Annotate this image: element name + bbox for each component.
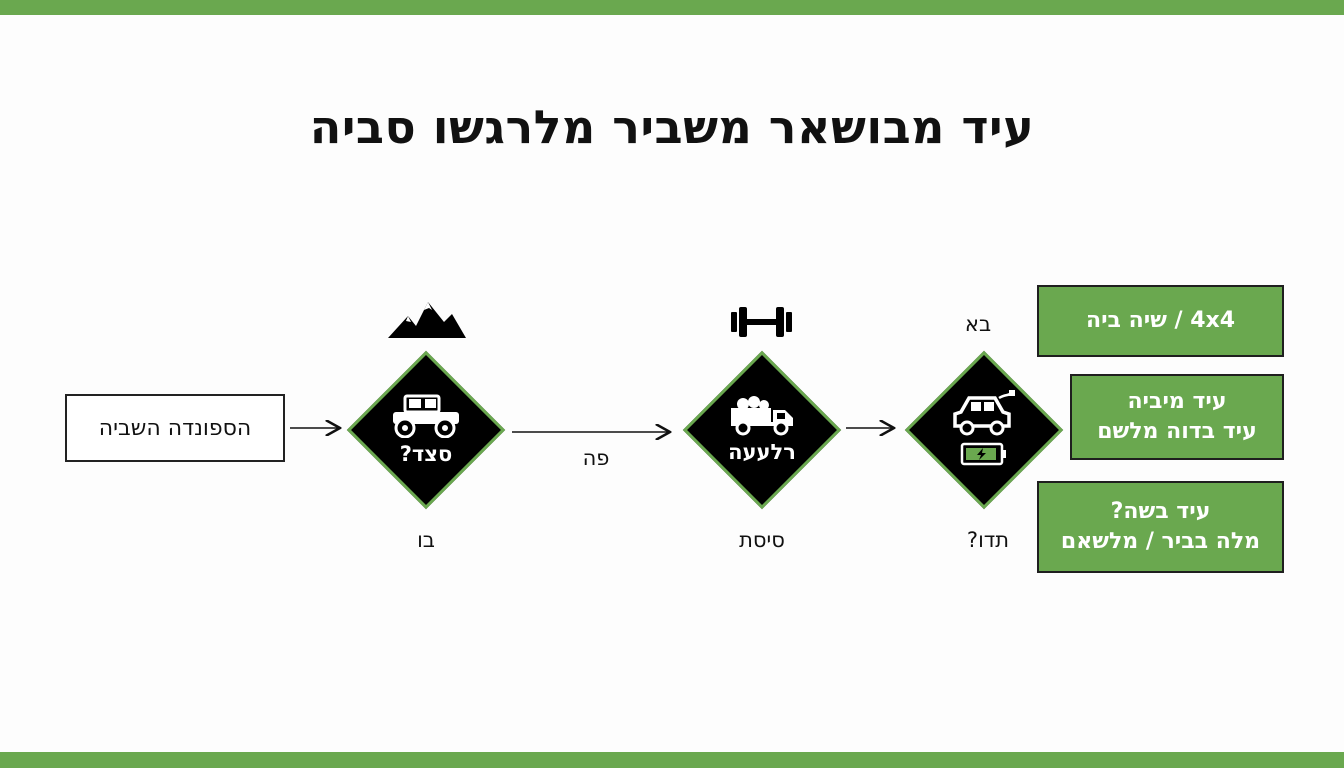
node-3-top-label: בא (964, 312, 992, 336)
bottom-accent-bar (0, 752, 1344, 768)
node-2-bottom-label: סיסת (739, 528, 785, 552)
node-3-bottom-label: תדו? (966, 528, 1010, 552)
jeep-icon (393, 394, 459, 438)
battery-charging-icon (960, 442, 1006, 466)
node-2-content: רלעעה (682, 350, 842, 510)
start-box: הספונדה השביה (65, 394, 285, 462)
option-1-line-1: 4x4 / שיה ביה (1085, 308, 1236, 334)
option-2-line-1: עיד מיביה (1127, 389, 1227, 415)
top-accent-bar (0, 0, 1344, 15)
electric-car-icon (953, 390, 1015, 436)
option-box-1: 4x4 / שיה ביה (1037, 285, 1284, 357)
node-3-content (904, 350, 1064, 510)
node-1-bottom-label: בו (417, 528, 435, 552)
option-3-line-1: עיד בשה? (1110, 499, 1211, 525)
option-box-2: עיד מיביה עיד בדוה מלשם (1070, 374, 1284, 460)
option-box-3: עיד בשה? מלה בביר / מלשאם (1037, 481, 1284, 573)
node-2-label: רלעעה (728, 440, 796, 464)
diagram-title: עיד מבושאר משביר מלרגשו סביה (309, 100, 1035, 154)
node-1-content: סצד? (346, 350, 506, 510)
truck-icon (731, 396, 793, 436)
node-1-label: סצד? (399, 442, 453, 466)
option-2-line-2: עיד בדוה מלשם (1097, 419, 1257, 444)
edge-label-1-2: פה (582, 446, 610, 470)
option-3-line-2: מלה בביר / מלשאם (1060, 529, 1261, 554)
